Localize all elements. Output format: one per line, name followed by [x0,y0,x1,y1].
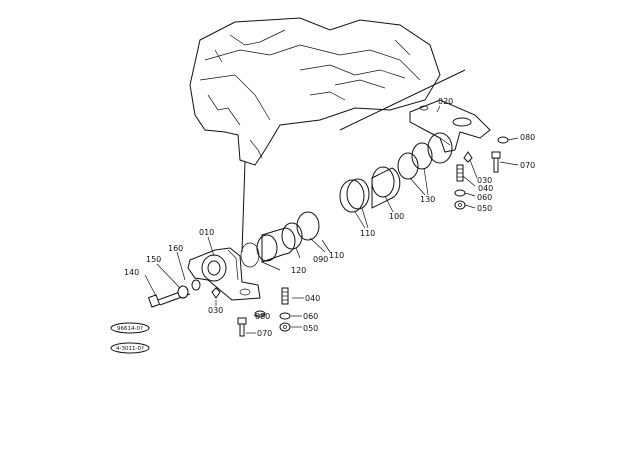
label-020: 020 [438,97,453,106]
front-axle-bracket-010 [187,247,261,301]
stamp-top-oval [110,322,150,334]
left-bushing-set [240,211,320,268]
callout-labels: 010 020 030 030 040 040 050 050 060 060 … [124,97,535,338]
label-110-left: 110 [329,251,344,260]
label-040-right: 040 [478,184,493,193]
label-080-left: 080 [255,312,270,321]
label-050-right: 050 [477,204,492,213]
right-washer-080 [497,136,509,144]
right-grease-nipple-030 [463,151,473,163]
left-bolt-070 [237,317,247,337]
label-130: 130 [420,195,435,204]
label-150: 150 [146,255,161,264]
axle-frame-housing [189,17,441,166]
stamp-top-text: 96614-0? [117,326,143,332]
label-070-left: 070 [257,329,272,338]
front-axle-support-020 [409,99,491,153]
washer-160 [191,279,201,291]
frame-to-bracket-leader [241,161,246,253]
label-070-right: 070 [520,161,535,170]
left-nut-050 [279,322,291,332]
label-100: 100 [389,212,404,221]
label-030-left: 030 [208,306,223,315]
label-110-right: 110 [360,229,375,238]
label-160: 160 [168,244,183,253]
left-washer-060 [279,312,291,320]
leader-lines [144,105,519,334]
right-bushing-set [339,132,453,213]
washer-150 [177,285,189,299]
right-nut-050 [454,200,466,210]
label-040-left: 040 [305,294,320,303]
right-stud-040 [456,164,464,182]
label-060-right: 060 [477,193,492,202]
stamp-bottom-oval [110,342,150,354]
label-140: 140 [124,268,139,277]
label-120: 120 [291,266,306,275]
label-010: 010 [199,228,214,237]
reference-stamps: 96614-0? 4-3011-0? [110,322,150,354]
label-050-left: 050 [303,324,318,333]
right-washer-060 [454,189,466,197]
label-080-right: 080 [520,133,535,142]
label-030-right: 030 [477,176,492,185]
stamp-bottom-text: 4-3011-0? [116,346,144,352]
frame-to-support-leader [339,69,466,131]
label-060-left: 060 [303,312,318,321]
left-stud-040 [281,287,289,305]
left-grease-nipple-030 [211,287,221,299]
label-090: 090 [313,255,328,264]
right-bolt-070 [491,151,501,173]
